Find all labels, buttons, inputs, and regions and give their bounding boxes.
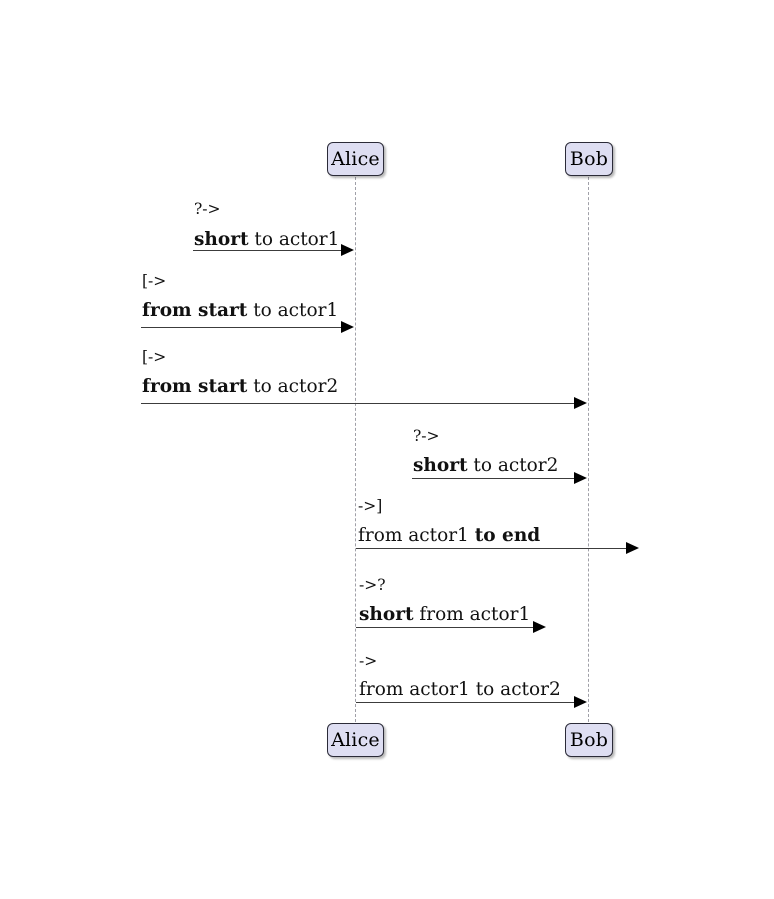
message-arrowhead-2 [341,321,354,333]
message-label-4-bold: short [413,455,468,476]
lifeline-alice [355,177,356,722]
actor-box-alice-top[interactable]: Alice [327,142,384,176]
message-label-3-rest: to actor2 [247,376,339,397]
message-label-2-bold: from start [142,300,248,321]
message-label-4-rest: to actor2 [467,455,559,476]
message-label-1-bold: short [194,229,249,250]
message-syntax-7: -> [359,652,378,670]
message-arrowhead-5 [626,542,639,554]
message-label-6-rest: from actor1 [413,604,531,625]
actor-label-alice-top: Alice [331,147,380,170]
message-syntax-3: [-> [142,348,167,366]
message-label-5-bold: to end [474,525,541,546]
message-arrowhead-4 [574,472,587,484]
actor-label-bob-top: Bob [569,147,609,170]
message-syntax-4: ?-> [413,427,440,445]
message-label-7: from actor1 to actor2 [359,679,561,700]
message-arrowhead-3 [574,397,587,409]
message-label-2: from start to actor1 [142,300,339,321]
lifeline-bob [588,177,589,722]
message-line-5 [356,548,628,549]
actor-box-bob-bottom[interactable]: Bob [565,723,613,757]
message-label-3: from start to actor2 [142,376,339,397]
actor-box-bob-top[interactable]: Bob [565,142,613,176]
message-arrowhead-1 [341,244,354,256]
actor-box-alice-bottom[interactable]: Alice [327,723,384,757]
message-line-1 [193,250,343,251]
message-label-4: short to actor2 [413,455,559,476]
actor-label-bob-bottom: Bob [569,728,609,751]
message-syntax-2: [-> [142,272,167,290]
message-label-6: short from actor1 [359,604,531,625]
message-line-4 [412,478,576,479]
message-line-3 [141,403,576,404]
message-label-3-bold: from start [142,376,248,397]
message-syntax-5: ->] [358,497,383,515]
message-label-1: short to actor1 [194,229,340,250]
message-label-6-bold: short [359,604,414,625]
message-label-5: from actor1 to end [358,525,541,546]
message-arrowhead-6 [533,621,546,633]
message-syntax-1: ?-> [194,200,221,218]
message-line-6 [356,627,535,628]
message-label-2-rest: to actor1 [247,300,339,321]
message-line-7 [356,702,576,703]
message-label-7-rest: from actor1 to actor2 [359,679,561,700]
message-syntax-6: ->? [359,576,386,594]
actor-label-alice-bottom: Alice [331,728,380,751]
message-line-2 [141,327,343,328]
message-arrowhead-7 [574,696,587,708]
message-label-1-rest: to actor1 [248,229,340,250]
message-label-5-rest: from actor1 [358,525,475,546]
